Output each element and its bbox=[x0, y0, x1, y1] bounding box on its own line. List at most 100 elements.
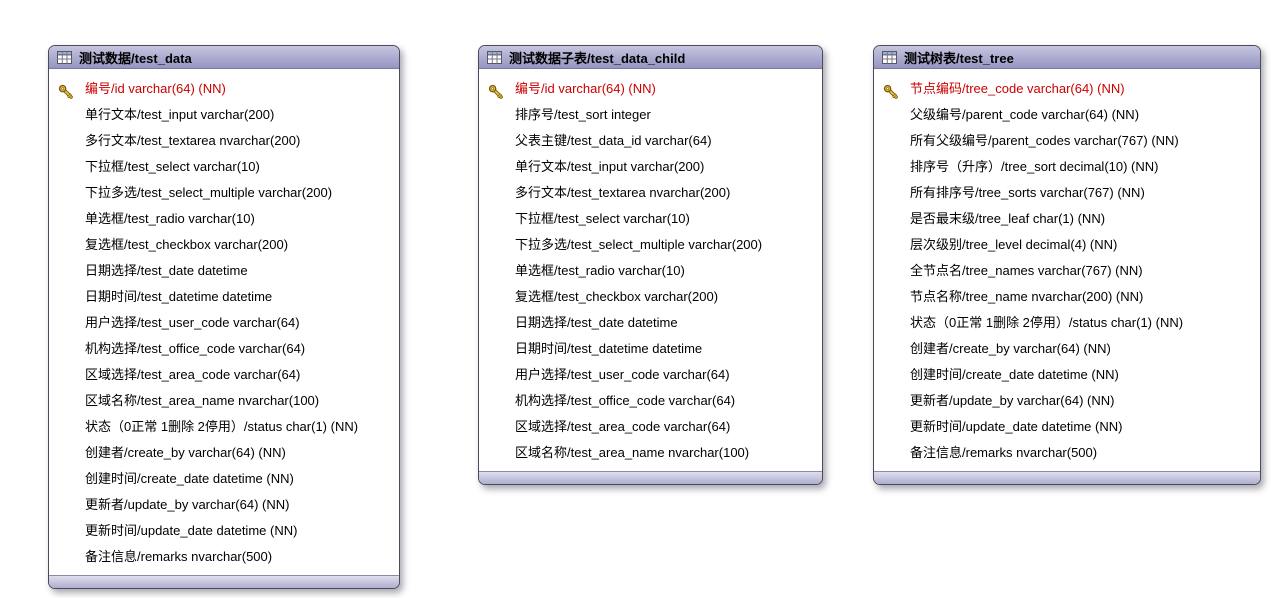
column-label: 机构选择/test_office_code varchar(64) bbox=[85, 341, 306, 356]
column-row[interactable]: 排序号/test_sort integer bbox=[479, 102, 816, 128]
column-row[interactable]: 日期时间/test_datetime datetime bbox=[49, 284, 393, 310]
column-row[interactable]: 下拉框/test_select varchar(10) bbox=[49, 154, 393, 180]
entity-table-header[interactable]: 测试数据子表/test_data_child bbox=[479, 46, 822, 69]
column-label: 下拉多选/test_select_multiple varchar(200) bbox=[85, 185, 333, 200]
column-row[interactable]: 创建时间/create_date datetime (NN) bbox=[874, 362, 1254, 388]
column-label: 更新者/update_by varchar(64) (NN) bbox=[910, 393, 1115, 408]
entity-table-header[interactable]: 测试数据/test_data bbox=[49, 46, 399, 69]
entity-table-footer bbox=[479, 471, 822, 484]
column-row[interactable]: 节点编码/tree_code varchar(64) (NN) bbox=[874, 76, 1254, 102]
column-row[interactable]: 区域选择/test_area_code varchar(64) bbox=[479, 414, 816, 440]
column-row[interactable]: 备注信息/remarks nvarchar(500) bbox=[874, 440, 1254, 466]
column-row[interactable]: 层次级别/tree_level decimal(4) (NN) bbox=[874, 232, 1254, 258]
column-row[interactable]: 用户选择/test_user_code varchar(64) bbox=[479, 362, 816, 388]
column-label: 区域名称/test_area_name nvarchar(100) bbox=[85, 393, 320, 408]
column-row[interactable]: 机构选择/test_office_code varchar(64) bbox=[479, 388, 816, 414]
column-row[interactable]: 复选框/test_checkbox varchar(200) bbox=[49, 232, 393, 258]
entity-table-body: 编号/id varchar(64) (NN) 排序号/test_sort int… bbox=[479, 69, 822, 471]
column-row[interactable]: 下拉框/test_select varchar(10) bbox=[479, 206, 816, 232]
column-label: 机构选择/test_office_code varchar(64) bbox=[515, 393, 736, 408]
column-row[interactable]: 下拉多选/test_select_multiple varchar(200) bbox=[479, 232, 816, 258]
column-row[interactable]: 创建时间/create_date datetime (NN) bbox=[49, 466, 393, 492]
column-row[interactable]: 机构选择/test_office_code varchar(64) bbox=[49, 336, 393, 362]
entity-table-title: 测试数据子表/test_data_child bbox=[509, 50, 686, 66]
column-row[interactable]: 用户选择/test_user_code varchar(64) bbox=[49, 310, 393, 336]
column-row[interactable]: 单选框/test_radio varchar(10) bbox=[479, 258, 816, 284]
column-label: 全节点名/tree_names varchar(767) (NN) bbox=[910, 263, 1143, 278]
column-row[interactable]: 创建者/create_by varchar(64) (NN) bbox=[874, 336, 1254, 362]
column-label: 日期选择/test_date datetime bbox=[85, 263, 248, 278]
column-row[interactable]: 所有父级编号/parent_codes varchar(767) (NN) bbox=[874, 128, 1254, 154]
column-label: 区域名称/test_area_name nvarchar(100) bbox=[515, 445, 750, 460]
column-row[interactable]: 是否最末级/tree_leaf char(1) (NN) bbox=[874, 206, 1254, 232]
entity-table[interactable]: 测试数据/test_data 编号/id varchar(64) (NN) bbox=[48, 45, 400, 589]
column-label: 层次级别/tree_level decimal(4) (NN) bbox=[910, 237, 1118, 252]
column-row[interactable]: 更新时间/update_date datetime (NN) bbox=[49, 518, 393, 544]
column-label: 日期时间/test_datetime datetime bbox=[85, 289, 273, 304]
column-row[interactable]: 更新者/update_by varchar(64) (NN) bbox=[874, 388, 1254, 414]
column-label: 创建者/create_by varchar(64) (NN) bbox=[85, 445, 286, 460]
column-label: 下拉框/test_select varchar(10) bbox=[515, 211, 690, 226]
column-row[interactable]: 状态（0正常 1删除 2停用）/status char(1) (NN) bbox=[49, 414, 393, 440]
column-label: 下拉框/test_select varchar(10) bbox=[85, 159, 260, 174]
column-row[interactable]: 单行文本/test_input varchar(200) bbox=[49, 102, 393, 128]
column-row[interactable]: 单选框/test_radio varchar(10) bbox=[49, 206, 393, 232]
column-row[interactable]: 编号/id varchar(64) (NN) bbox=[49, 76, 393, 102]
table-icon bbox=[57, 50, 72, 64]
column-row[interactable]: 单行文本/test_input varchar(200) bbox=[479, 154, 816, 180]
column-label: 多行文本/test_textarea nvarchar(200) bbox=[85, 133, 301, 148]
column-label: 单选框/test_radio varchar(10) bbox=[85, 211, 255, 226]
column-row[interactable]: 下拉多选/test_select_multiple varchar(200) bbox=[49, 180, 393, 206]
primary-key-icon bbox=[488, 82, 503, 99]
entity-table-title: 测试数据/test_data bbox=[79, 50, 192, 66]
column-row[interactable]: 创建者/create_by varchar(64) (NN) bbox=[49, 440, 393, 466]
entity-table[interactable]: 测试数据子表/test_data_child 编号/id varchar(64)… bbox=[478, 45, 823, 485]
column-row[interactable]: 编号/id varchar(64) (NN) bbox=[479, 76, 816, 102]
column-label: 区域选择/test_area_code varchar(64) bbox=[85, 367, 301, 382]
column-row[interactable]: 复选框/test_checkbox varchar(200) bbox=[479, 284, 816, 310]
column-row[interactable]: 日期时间/test_datetime datetime bbox=[479, 336, 816, 362]
entity-table-title: 测试树表/test_tree bbox=[904, 50, 1014, 66]
column-label: 是否最末级/tree_leaf char(1) (NN) bbox=[910, 211, 1106, 226]
entity-table[interactable]: 测试树表/test_tree 节点编码/tree_code varchar(64… bbox=[873, 45, 1261, 485]
column-label: 用户选择/test_user_code varchar(64) bbox=[85, 315, 300, 330]
entity-table-header[interactable]: 测试树表/test_tree bbox=[874, 46, 1260, 69]
column-label: 编号/id varchar(64) (NN) bbox=[515, 81, 656, 96]
column-label: 单行文本/test_input varchar(200) bbox=[515, 159, 705, 174]
column-row[interactable]: 更新者/update_by varchar(64) (NN) bbox=[49, 492, 393, 518]
column-label: 排序号（升序）/tree_sort decimal(10) (NN) bbox=[910, 159, 1159, 174]
column-row[interactable]: 多行文本/test_textarea nvarchar(200) bbox=[49, 128, 393, 154]
column-row[interactable]: 父表主键/test_data_id varchar(64) bbox=[479, 128, 816, 154]
column-row[interactable]: 日期选择/test_date datetime bbox=[49, 258, 393, 284]
column-row[interactable]: 排序号（升序）/tree_sort decimal(10) (NN) bbox=[874, 154, 1254, 180]
column-label: 节点编码/tree_code varchar(64) (NN) bbox=[910, 81, 1125, 96]
column-label: 复选框/test_checkbox varchar(200) bbox=[85, 237, 289, 252]
column-row[interactable]: 更新时间/update_date datetime (NN) bbox=[874, 414, 1254, 440]
column-row[interactable]: 节点名称/tree_name nvarchar(200) (NN) bbox=[874, 284, 1254, 310]
column-label: 单行文本/test_input varchar(200) bbox=[85, 107, 275, 122]
table-icon bbox=[882, 50, 897, 64]
column-row[interactable]: 备注信息/remarks nvarchar(500) bbox=[49, 544, 393, 570]
column-row[interactable]: 区域名称/test_area_name nvarchar(100) bbox=[479, 440, 816, 466]
column-row[interactable]: 日期选择/test_date datetime bbox=[479, 310, 816, 336]
column-row[interactable]: 状态（0正常 1删除 2停用）/status char(1) (NN) bbox=[874, 310, 1254, 336]
column-label: 区域选择/test_area_code varchar(64) bbox=[515, 419, 731, 434]
column-label: 编号/id varchar(64) (NN) bbox=[85, 81, 226, 96]
column-label: 创建时间/create_date datetime (NN) bbox=[85, 471, 294, 486]
column-label: 状态（0正常 1删除 2停用）/status char(1) (NN) bbox=[910, 315, 1184, 330]
column-label: 创建者/create_by varchar(64) (NN) bbox=[910, 341, 1111, 356]
column-row[interactable]: 全节点名/tree_names varchar(767) (NN) bbox=[874, 258, 1254, 284]
column-label: 所有父级编号/parent_codes varchar(767) (NN) bbox=[910, 133, 1179, 148]
column-label: 创建时间/create_date datetime (NN) bbox=[910, 367, 1119, 382]
primary-key-icon bbox=[883, 82, 898, 99]
entity-table-body: 节点编码/tree_code varchar(64) (NN) 父级编号/par… bbox=[874, 69, 1260, 471]
column-row[interactable]: 所有排序号/tree_sorts varchar(767) (NN) bbox=[874, 180, 1254, 206]
column-row[interactable]: 多行文本/test_textarea nvarchar(200) bbox=[479, 180, 816, 206]
column-row[interactable]: 父级编号/parent_code varchar(64) (NN) bbox=[874, 102, 1254, 128]
column-label: 更新时间/update_date datetime (NN) bbox=[85, 523, 298, 538]
column-label: 备注信息/remarks nvarchar(500) bbox=[910, 445, 1098, 460]
column-row[interactable]: 区域名称/test_area_name nvarchar(100) bbox=[49, 388, 393, 414]
entity-table-footer bbox=[874, 471, 1260, 484]
column-row[interactable]: 区域选择/test_area_code varchar(64) bbox=[49, 362, 393, 388]
